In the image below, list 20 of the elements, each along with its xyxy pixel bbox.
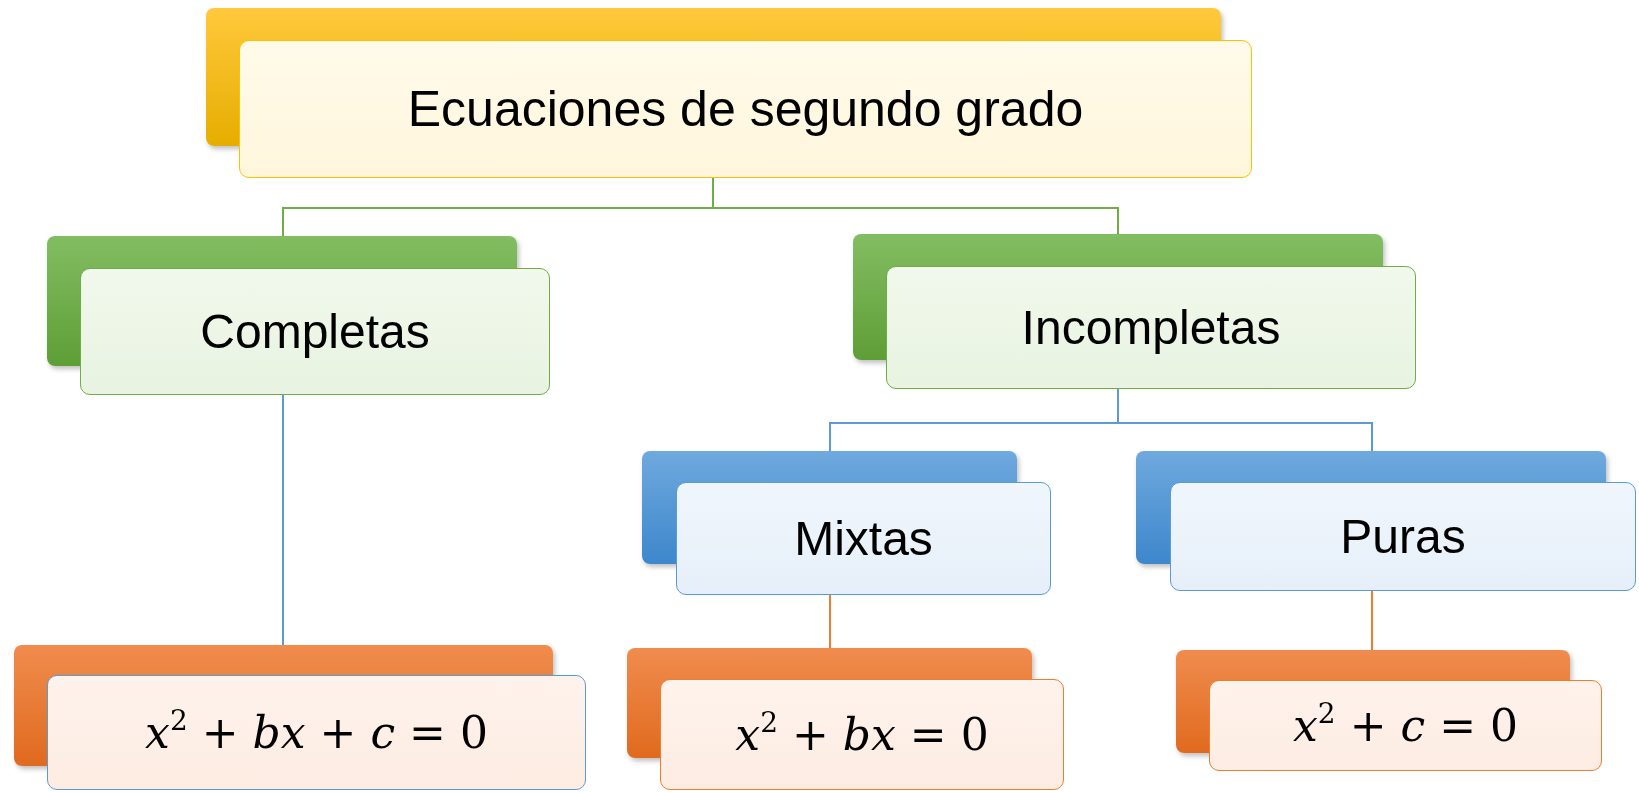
category-box [1176,650,1602,771]
category-box [47,236,550,395]
category-box [642,451,1051,595]
category-label: Incompletas [1021,300,1281,355]
category-label: Puras [1340,509,1466,564]
equation-text: x$^{2}$ + c = 0 [1293,700,1518,751]
category-box [206,8,1252,178]
connector-line [829,594,831,649]
equation-text: x$^{2}$ + bx + c = 0 [145,707,488,758]
category-label: Completas [200,304,430,359]
category-label: Mixtas [794,511,933,566]
connector-line [1371,590,1373,651]
category-box [627,648,1064,790]
category-box [14,645,586,790]
equation-text: x$^{2}$ + bx = 0 [735,709,989,760]
category-label: Ecuaciones de segundo grado [407,80,1084,138]
category-box [1136,451,1636,591]
connector-line [282,394,284,646]
category-box [853,234,1416,389]
connector-line [1117,388,1373,452]
